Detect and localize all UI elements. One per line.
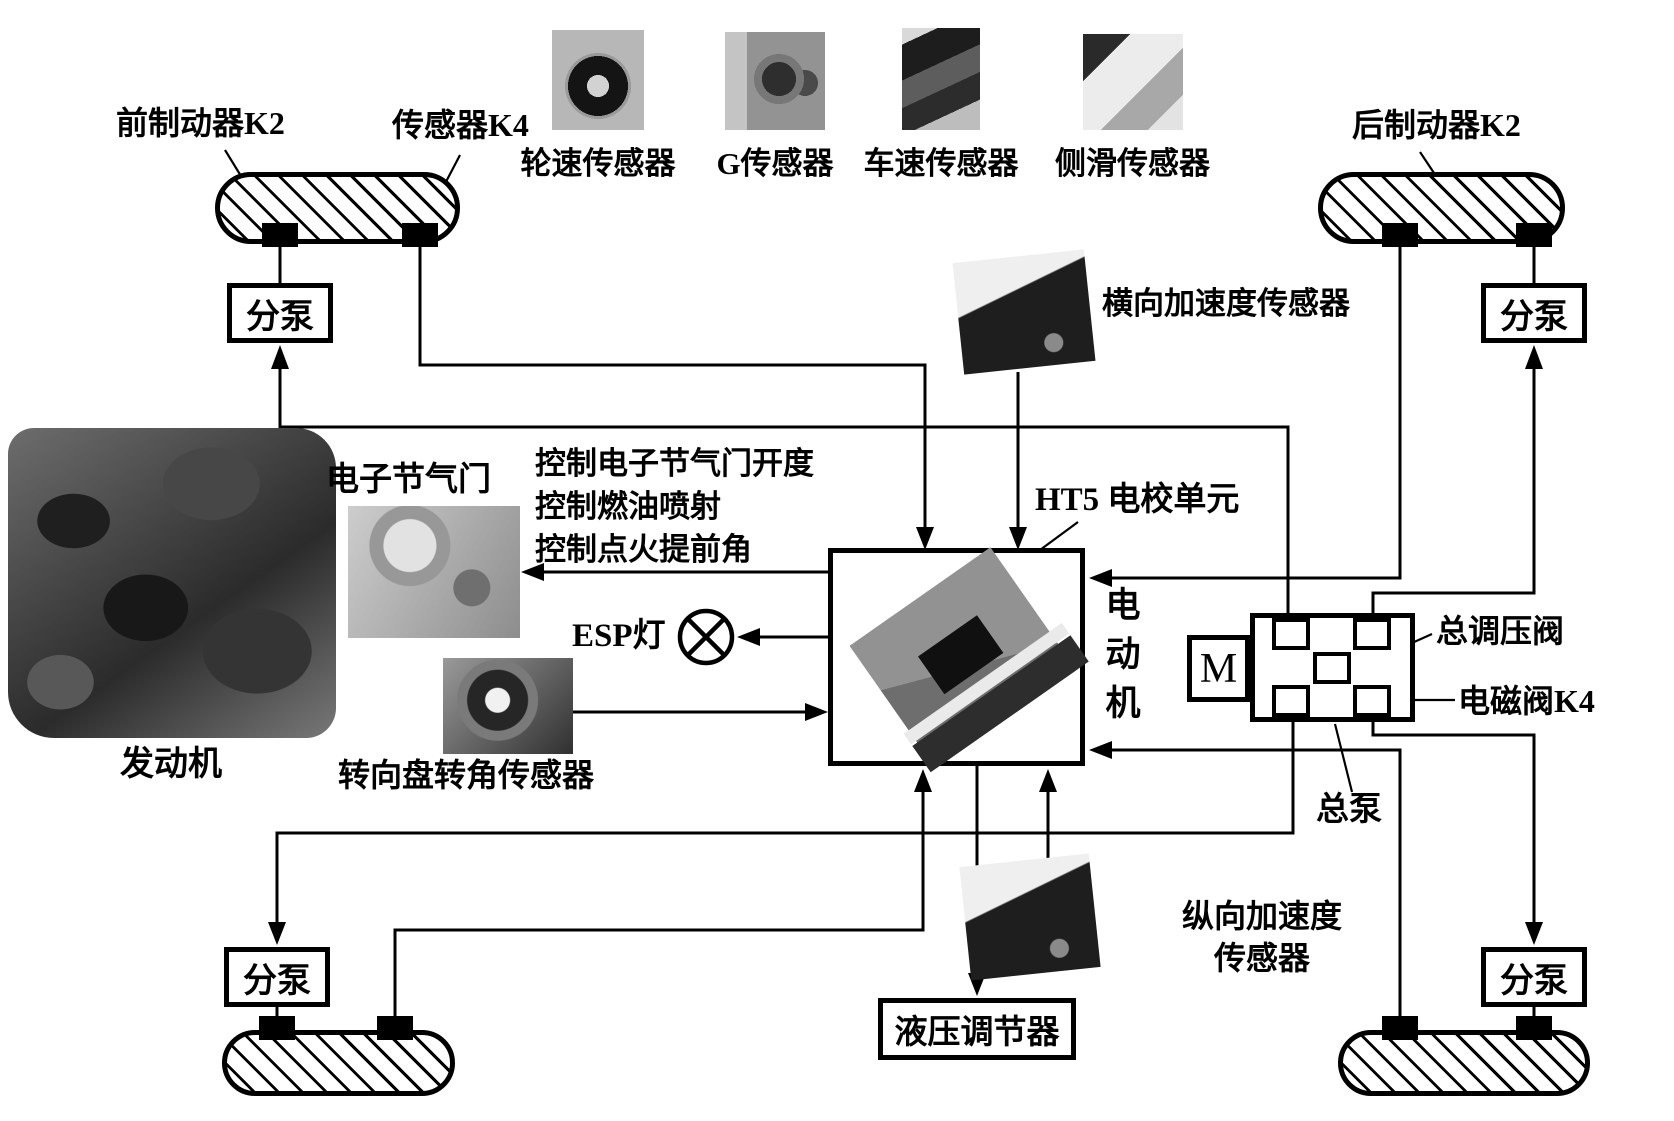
front-brake-label: 前制动器K2 [116, 105, 285, 141]
wheel-cylinder-box-rear-right: 分泵 [1481, 283, 1587, 343]
lateral-accel-sensor-label: 横向加速度传感器 [1102, 286, 1350, 321]
steering-angle-sensor-photo [443, 658, 573, 754]
longitudinal-accel-sensor-photo [959, 853, 1101, 981]
hydraulic-regulator-box: 液压调节器 [878, 998, 1076, 1060]
wheel-cylinder-box-bottom-left: 分泵 [224, 947, 330, 1007]
legend-g-sensor: G传感器 [700, 32, 850, 183]
steering-angle-sensor-label: 转向盘转角传感器 [338, 757, 595, 793]
rear-wheel-sensor-to-ecu-line [1112, 246, 1402, 580]
bottom-right-brake-block [1516, 1016, 1552, 1040]
control-line-2: 控制燃油喷射 [535, 489, 721, 524]
esp-lamp-icon [677, 608, 735, 666]
longitudinal-accel-sensor-label: 纵向加速度 传感器 [1152, 895, 1372, 979]
wheel-cylinder-label: 分泵 [246, 298, 314, 336]
electronic-throttle-photo [348, 506, 520, 638]
electric-motor-label: 电动机 [1100, 586, 1140, 733]
main-pressure-valve-square [1313, 652, 1351, 684]
hydraulic-modulator-block [1250, 613, 1415, 722]
modulator-valve-top-right [1353, 618, 1391, 650]
lateral-accel-sensor-photo [952, 249, 1096, 375]
ecu-box [828, 547, 1089, 773]
control-line-3: 控制点火提前角 [535, 532, 752, 567]
modulator-to-bottom-right-cylinder-line [1371, 722, 1536, 922]
modulator-valve-bottom-left [1272, 685, 1310, 717]
wheel-cylinder-label: 分泵 [1500, 298, 1568, 336]
wheel-cylinder-box-bottom-right: 分泵 [1481, 947, 1587, 1007]
sensor-k4-to-ecu-line [418, 246, 927, 527]
control-line-1: 控制电子节气门开度 [535, 446, 814, 481]
bottom-right-wheel [1338, 1030, 1590, 1096]
modulator-to-front-left-cylinder-line [278, 368, 1290, 613]
electronic-throttle-label: 电子节气门 [326, 462, 491, 498]
modulator-to-bottom-left-cylinder-line [275, 722, 1295, 922]
side-slip-sensor-label: 侧滑传感器 [1055, 146, 1210, 181]
main-pressure-valve-label: 总调压阀 [1436, 613, 1565, 649]
vehicle-speed-sensor-label: 车速传感器 [863, 146, 1019, 181]
wheel-speed-sensor-label: 轮速传感器 [520, 146, 676, 181]
legend-side-slip-sensor: 侧滑传感器 [1040, 34, 1225, 183]
rear-brake-label: 后制动器K2 [1352, 107, 1521, 143]
master-pump-label: 总泵 [1316, 792, 1382, 828]
vehicle-speed-sensor-photo [902, 28, 980, 130]
legend-wheel-speed-sensor: 轮速传感器 [518, 30, 678, 183]
engine-label: 发动机 [120, 746, 222, 783]
bottom-left-wheel-sensor-to-ecu-line [393, 792, 925, 1016]
ecu-photo [849, 547, 1089, 773]
g-sensor-photo [725, 32, 825, 130]
bottom-left-brake-block [259, 1016, 295, 1040]
wheel-speed-sensor-photo [552, 30, 644, 130]
rear-wheel-sensor-block [1382, 223, 1418, 247]
sensor-k4-label: 传感器K4 [392, 107, 529, 143]
side-slip-sensor-photo [1082, 34, 1183, 130]
front-wheel-sensor-block [402, 223, 438, 247]
engine-photo [8, 428, 336, 738]
wheel-cylinder-label: 分泵 [243, 962, 311, 1000]
hydraulic-regulator-label: 液压调节器 [894, 1015, 1060, 1051]
arrowheads [268, 345, 1543, 996]
bottom-left-sensor-block [377, 1016, 413, 1040]
ecu-label: HT5 电校单元 [1035, 482, 1240, 518]
wheel-cylinder-box-front-left: 分泵 [227, 283, 333, 343]
esp-lamp-label: ESP灯 [572, 618, 666, 654]
wheel-cylinder-label: 分泵 [1500, 962, 1568, 1000]
modulator-to-rear-right-cylinder-line [1371, 368, 1536, 613]
longitudinal-accel-line1: 纵向加速度 [1181, 898, 1342, 934]
modulator-valve-bottom-right [1353, 685, 1391, 717]
bottom-right-sensor-block [1382, 1016, 1418, 1040]
solenoid-valve-k4-label: 电磁阀K4 [1458, 683, 1595, 719]
motor-box: M [1187, 635, 1250, 702]
bottom-left-wheel [222, 1030, 455, 1096]
legend-vehicle-speed-sensor: 车速传感器 [856, 28, 1026, 183]
front-left-brake-block [262, 223, 298, 247]
g-sensor-label: G传感器 [716, 146, 834, 181]
motor-m-label: M [1199, 645, 1238, 692]
ecu-control-functions-text: 控制电子节气门开度 控制燃油喷射 控制点火提前角 [535, 442, 814, 571]
longitudinal-accel-line2: 传感器 [1213, 940, 1310, 976]
bottom-right-wheel-sensor-to-ecu-line [1112, 748, 1402, 1016]
rear-right-brake-block [1516, 223, 1552, 247]
modulator-valve-top-left [1272, 618, 1310, 650]
